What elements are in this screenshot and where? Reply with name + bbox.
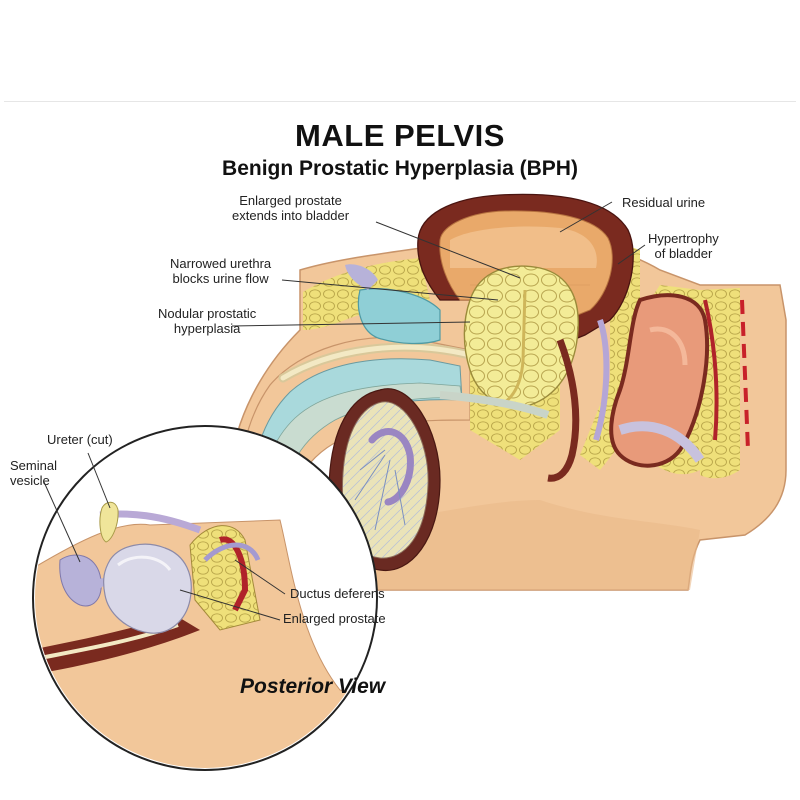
prostate-nodular bbox=[463, 265, 579, 408]
leader-lines bbox=[231, 201, 646, 327]
label-line: extends into bladder bbox=[232, 208, 350, 223]
label-hypertrophy: Hypertrophy of bladder bbox=[648, 231, 719, 261]
label-ductus-deferens: Ductus deferens bbox=[290, 586, 385, 601]
figure-subtitle: Benign Prostatic Hyperplasia (BPH) bbox=[222, 157, 578, 180]
label-nodular-hyperplasia: Nodular prostatic hyperplasia bbox=[158, 306, 256, 336]
inset-caption: Posterior View bbox=[240, 675, 386, 698]
top-divider bbox=[4, 101, 796, 102]
label-line: Seminal bbox=[10, 458, 57, 473]
urethra-bands bbox=[439, 319, 705, 482]
label-line: hyperplasia bbox=[173, 321, 241, 336]
figure-title: MALE PELVIS bbox=[295, 118, 505, 153]
label-ureter: Ureter (cut) bbox=[47, 432, 113, 447]
label-residual-urine: Residual urine bbox=[622, 195, 706, 210]
label-line: Hypertrophy bbox=[648, 231, 719, 246]
label-line: Enlarged prostate bbox=[239, 193, 342, 208]
label-enlarged-prostate-bladder: Enlarged prostate extends into bladder bbox=[232, 193, 349, 223]
label-enlarged-prostate-inset: Enlarged prostate bbox=[283, 611, 386, 626]
label-line: of bladder bbox=[654, 246, 713, 261]
label-narrowed-urethra: Narrowed urethra blocks urine flow bbox=[170, 256, 271, 286]
label-line: Nodular prostatic bbox=[158, 306, 257, 321]
posterior-view-inset bbox=[32, 425, 378, 771]
label-seminal-vesicle: Seminal vesicle bbox=[10, 458, 57, 488]
label-line: Narrowed urethra bbox=[170, 256, 272, 271]
label-line: blocks urine flow bbox=[172, 271, 269, 286]
label-line: vesicle bbox=[10, 473, 50, 488]
